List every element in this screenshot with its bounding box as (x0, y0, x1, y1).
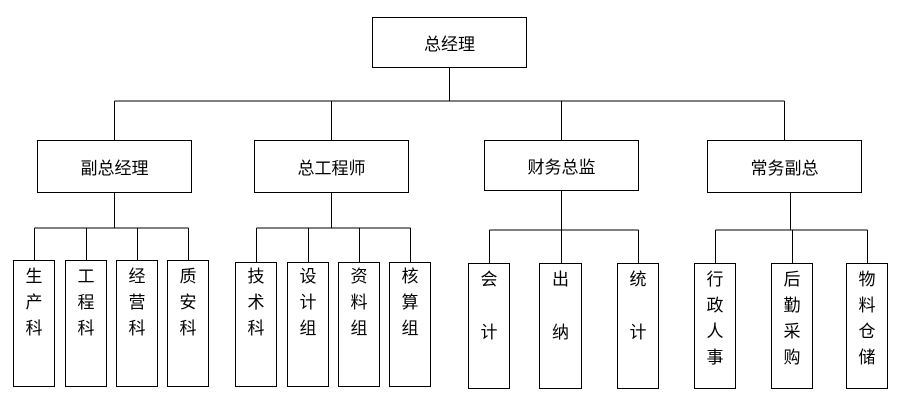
leaf-box: 统 计 (617, 263, 659, 389)
leaf-char: 科 (77, 319, 95, 339)
leaf-box: 工 程 科 (65, 260, 107, 387)
leaf-char: 计 (629, 323, 647, 343)
leaf-char: 料 (858, 296, 876, 316)
leaf-char: 术 (247, 293, 265, 313)
leaf-box: 后 勤 采 购 (771, 263, 813, 389)
leaf-char: 仓 (858, 322, 876, 342)
leaf-char: 科 (128, 319, 146, 339)
leaf-box: 技 术 科 (235, 262, 277, 387)
leaf-char: 资 (350, 267, 368, 287)
leaf-char: 组 (401, 319, 419, 339)
leaf-char: 后 (783, 270, 801, 290)
leaf-char: 科 (247, 319, 265, 339)
leaf-char: 产 (25, 293, 43, 313)
leaf-char: 科 (179, 319, 197, 339)
leaf-char: 安 (179, 293, 197, 313)
leaf-box: 行 政 人 事 (694, 263, 736, 389)
leaf-char: 计 (480, 323, 498, 343)
leaf-char: 科 (25, 319, 43, 339)
leaf-char: 储 (858, 348, 876, 368)
leaf-char: 组 (299, 319, 317, 339)
leaf-char: 统 (629, 270, 647, 290)
branch-label: 副总经理 (80, 159, 149, 179)
leaf-box: 生 产 科 (13, 260, 55, 387)
branch-label: 常务副总 (750, 159, 819, 179)
leaf-char: 纳 (552, 323, 569, 343)
branch-box-chief-engineer: 总工程师 (254, 140, 409, 193)
leaf-char: 会 (480, 270, 498, 290)
leaf-char: 人 (706, 322, 724, 342)
leaf-char: 工 (77, 267, 95, 287)
leaf-char: 算 (401, 293, 419, 313)
leaf-char: 事 (706, 348, 724, 368)
leaf-box: 资 料 组 (338, 262, 380, 387)
branch-box-executive-vp: 常务副总 (707, 140, 862, 193)
leaf-char: 料 (350, 293, 368, 313)
branch-box-deputy-gm: 副总经理 (37, 140, 192, 193)
leaf-char: 出 (552, 270, 569, 290)
leaf-box: 物 料 仓 储 (846, 263, 888, 389)
branch-label: 财务总监 (527, 158, 596, 178)
leaf-char: 设 (299, 267, 317, 287)
leaf-char: 行 (706, 270, 724, 290)
root-box: 总经理 (372, 17, 527, 68)
leaf-char: 购 (783, 348, 801, 368)
leaf-box: 质 安 科 (167, 260, 209, 387)
leaf-box: 核 算 组 (389, 262, 431, 387)
leaf-box: 设 计 组 (287, 262, 329, 387)
leaf-char: 勤 (783, 296, 801, 316)
leaf-char: 采 (783, 322, 801, 342)
leaf-char: 技 (247, 267, 265, 287)
leaf-box: 会 计 (468, 263, 510, 389)
leaf-char: 组 (350, 319, 368, 339)
leaf-char: 质 (179, 267, 197, 287)
leaf-char: 营 (128, 293, 146, 313)
leaf-char: 政 (706, 296, 724, 316)
leaf-char: 经 (128, 267, 146, 287)
leaf-char: 物 (858, 270, 876, 290)
leaf-box: 经 营 科 (116, 260, 158, 387)
root-label: 总经理 (424, 35, 475, 55)
leaf-box: 出 纳 (539, 263, 582, 389)
branch-box-cfo: 财务总监 (484, 140, 639, 191)
branch-label: 总工程师 (297, 159, 366, 179)
leaf-char: 生 (25, 267, 43, 287)
leaf-char: 程 (77, 293, 95, 313)
leaf-char: 计 (299, 293, 317, 313)
leaf-char: 核 (401, 267, 419, 287)
